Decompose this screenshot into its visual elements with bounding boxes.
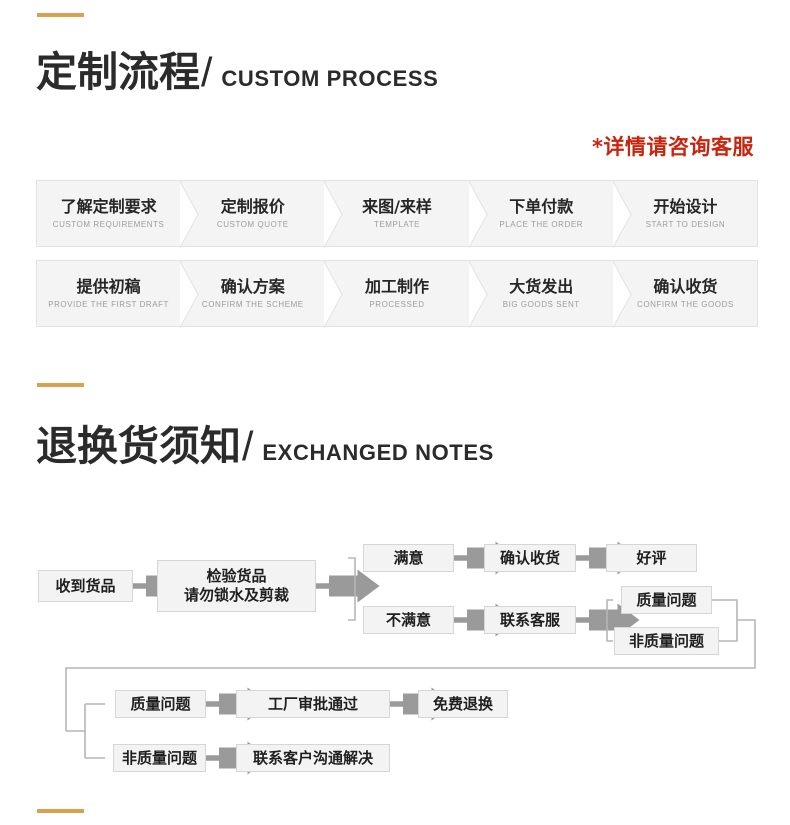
flow-box-non-quality-issue[interactable]: 非质量问题 [614, 627, 719, 655]
flow-box-satisfied[interactable]: 满意 [363, 544, 454, 572]
flow-box-quality-issue-label: 质量问题 [636, 590, 697, 609]
chevron-divider-icon [468, 181, 491, 248]
process-step-2-cn: 定制报价 [220, 197, 285, 217]
flow-box-inspect-line1: 检验货品 [206, 567, 267, 586]
process-step-9-en: BIG GOODS SENT [502, 299, 580, 309]
process-step-4[interactable]: 下单付款 PLACE THE ORDER [468, 180, 614, 248]
process-table: 了解定制要求 CUSTOM REQUIREMENTS 定制报价 CUSTOM Q… [36, 180, 759, 340]
process-step-9[interactable]: 大货发出 BIG GOODS SENT [468, 260, 614, 328]
flow-box-quality-issue[interactable]: 质量问题 [621, 586, 712, 614]
flowchart-connectors [65, 541, 756, 775]
flow-box-received[interactable]: 收到货品 [38, 570, 133, 602]
process-step-5-cn: 开始设计 [653, 197, 718, 217]
chevron-divider-icon [468, 261, 491, 328]
process-step-6[interactable]: 提供初稿 PROVIDE THE FIRST DRAFT [36, 260, 182, 327]
flow-box-non-quality-issue-label: 非质量问题 [628, 631, 704, 650]
process-step-9-cn: 大货发出 [509, 277, 574, 297]
flow-box-good-review[interactable]: 好评 [606, 544, 697, 572]
service-note: *详情请咨询客服 [592, 135, 754, 159]
returns-flowchart: 收到货品 检验货品 请勿锁水及剪裁 满意 确认收货 好评 不满意 联系客服 质量… [0, 520, 790, 810]
process-step-8-cn: 加工制作 [365, 277, 430, 297]
flow-box-free-return[interactable]: 免费退换 [418, 690, 508, 718]
flow-box-factory-approved-label: 工厂审批通过 [267, 694, 358, 713]
flow-box-contact-customer-label: 联系客户沟通解决 [252, 748, 373, 767]
section-heading-process-slash: / [201, 49, 213, 95]
process-step-5[interactable]: 开始设计 START TO DESIGN [612, 180, 759, 248]
section-heading-notes-en: EXCHANGED NOTES [262, 440, 494, 465]
section-heading-process: 定制流程 / CUSTOM PROCESS [36, 52, 438, 93]
flow-box-quality-issue-2-label: 质量问题 [130, 694, 191, 713]
process-step-4-cn: 下单付款 [509, 197, 574, 217]
flow-box-factory-approved[interactable]: 工厂审批通过 [236, 690, 390, 718]
section-heading-notes-cn: 退换货须知 [36, 422, 241, 470]
flow-box-good-review-label: 好评 [636, 548, 667, 567]
flow-box-free-return-label: 免费退换 [432, 694, 493, 713]
process-step-7-cn: 确认方案 [220, 277, 285, 297]
process-step-7[interactable]: 确认方案 CONFIRM THE SCHEME [179, 260, 326, 328]
process-step-2[interactable]: 定制报价 CUSTOM QUOTE [179, 180, 326, 248]
process-step-1[interactable]: 了解定制要求 CUSTOM REQUIREMENTS [36, 180, 182, 247]
section-heading-notes-slash: / [242, 423, 254, 469]
process-step-7-en: CONFIRM THE SCHEME [201, 299, 304, 309]
process-step-8[interactable]: 加工制作 PROCESSED [323, 260, 470, 328]
accent-rule-middle [37, 383, 84, 387]
flow-box-confirm-receipt-label: 确认收货 [499, 548, 560, 567]
accent-rule-bottom [37, 809, 84, 813]
flow-box-contact-service[interactable]: 联系客服 [484, 606, 576, 634]
process-step-10-en: CONFIRM THE GOODS [637, 299, 734, 309]
chevron-divider-icon [179, 261, 202, 328]
process-step-10[interactable]: 确认收货 CONFIRM THE GOODS [612, 260, 759, 328]
process-step-5-en: START TO DESIGN [645, 219, 726, 229]
process-step-1-cn: 了解定制要求 [60, 197, 157, 217]
flow-box-contact-service-label: 联系客服 [499, 610, 560, 629]
process-step-3-en: TEMPLATE [373, 219, 421, 229]
process-step-1-en: CUSTOM REQUIREMENTS [52, 219, 165, 229]
section-heading-process-en: CUSTOM PROCESS [221, 66, 439, 91]
flow-box-confirm-receipt[interactable]: 确认收货 [484, 544, 576, 572]
accent-rule-top [37, 13, 84, 17]
flow-box-contact-customer[interactable]: 联系客户沟通解决 [236, 744, 390, 772]
section-heading-notes: 退换货须知 / EXCHANGED NOTES [36, 426, 494, 467]
process-row-1: 了解定制要求 CUSTOM REQUIREMENTS 定制报价 CUSTOM Q… [36, 180, 759, 248]
process-row-2: 提供初稿 PROVIDE THE FIRST DRAFT 确认方案 CONFIR… [36, 260, 759, 328]
section-heading-process-cn: 定制流程 [36, 48, 200, 96]
process-step-3[interactable]: 来图/来样 TEMPLATE [323, 180, 470, 248]
chevron-divider-icon [612, 181, 635, 248]
process-step-2-en: CUSTOM QUOTE [216, 219, 289, 229]
flow-box-non-quality-issue-2[interactable]: 非质量问题 [113, 744, 206, 772]
flow-box-unsatisfied-label: 不满意 [385, 610, 431, 629]
flow-box-satisfied-label: 满意 [393, 548, 424, 567]
chevron-divider-icon [179, 181, 202, 248]
chevron-divider-icon [323, 261, 346, 328]
process-step-6-en: PROVIDE THE FIRST DRAFT [48, 299, 169, 309]
flow-box-received-label: 收到货品 [55, 576, 116, 595]
chevron-divider-icon [612, 261, 635, 328]
flow-box-quality-issue-2[interactable]: 质量问题 [115, 690, 206, 718]
flow-box-non-quality-issue-2-label: 非质量问题 [121, 748, 197, 767]
process-step-6-cn: 提供初稿 [76, 277, 141, 297]
flow-box-inspect[interactable]: 检验货品 请勿锁水及剪裁 [157, 560, 316, 612]
process-step-3-cn: 来图/来样 [362, 197, 432, 217]
flow-box-unsatisfied[interactable]: 不满意 [363, 606, 454, 634]
chevron-divider-icon [323, 181, 346, 248]
process-step-8-en: PROCESSED [369, 299, 425, 309]
flow-box-inspect-line2: 请勿锁水及剪裁 [183, 586, 289, 604]
process-step-10-cn: 确认收货 [653, 277, 718, 297]
process-step-4-en: PLACE THE ORDER [499, 219, 584, 229]
